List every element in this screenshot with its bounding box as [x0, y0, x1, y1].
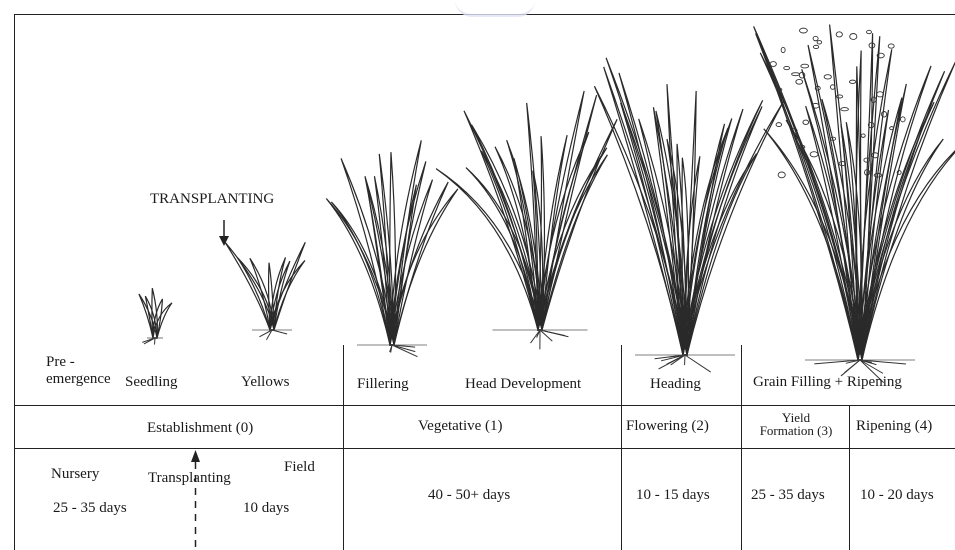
- divider-yield: [849, 405, 850, 550]
- divider-vegetative: [621, 345, 622, 550]
- plant-head-development: [436, 91, 617, 349]
- table-top-rule: [14, 405, 955, 406]
- duration-vegetative-days: 40 - 50+ days: [428, 487, 510, 504]
- stage-pre-emergence: Pre - emergence: [46, 354, 111, 387]
- duration-yield-days: 25 - 35 days: [751, 487, 825, 504]
- plant-grain-ripening: [754, 25, 955, 383]
- duration-nursery-days: 25 - 35 days: [53, 500, 127, 517]
- phase-flowering: Flowering (2): [626, 418, 709, 435]
- plant-heading: [594, 58, 783, 372]
- stage-seedling: Seedling: [125, 374, 178, 391]
- plant-seedling: [139, 288, 172, 344]
- phase-establishment: Establishment (0): [147, 420, 253, 437]
- duration-flowering-days: 10 - 15 days: [636, 487, 710, 504]
- phase-vegetative: Vegetative (1): [418, 418, 503, 435]
- phase-ripening: Ripening (4): [856, 418, 932, 435]
- stage-fillering: Fillering: [357, 376, 409, 393]
- duration-nursery-label: Nursery: [51, 466, 99, 483]
- divider-flowering: [741, 345, 742, 550]
- plant-yellows: [225, 242, 305, 340]
- duration-field-days: 10 days: [243, 500, 289, 517]
- stage-head-development: Head Development: [465, 376, 581, 393]
- stage-grain-filling: Grain Filling + Ripening: [753, 374, 902, 391]
- transplanting-arrow: [219, 220, 229, 246]
- duration-ripening-days: 10 - 20 days: [860, 487, 934, 504]
- duration-transplanting-label: Transplanting: [148, 470, 231, 487]
- transplanting-marker: [191, 450, 200, 550]
- plant-fillering: [326, 140, 458, 356]
- divider-establishment: [343, 345, 344, 550]
- stage-heading: Heading: [650, 376, 701, 393]
- stage-yellows: Yellows: [241, 374, 290, 391]
- transplanting-label: TRANSPLANTING: [150, 191, 274, 208]
- phase-yield-formation: Yield Formation (3): [746, 411, 846, 437]
- duration-field-label: Field: [284, 459, 315, 476]
- phase-row-rule: [14, 448, 955, 449]
